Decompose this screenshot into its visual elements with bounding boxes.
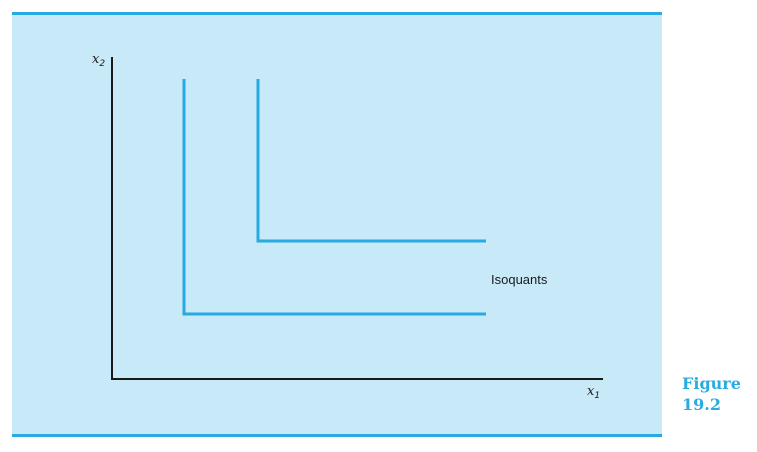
- isoquants-label: Isoquants: [491, 272, 548, 287]
- isoquant-lower: [182, 79, 486, 316]
- x-axis-label: x1: [587, 384, 600, 401]
- figure-caption: Figure 19.2: [682, 373, 741, 415]
- figure-panel: [12, 12, 662, 437]
- figure-caption-number: 19.2: [682, 395, 721, 414]
- figure-caption-word: Figure: [682, 374, 741, 393]
- y-axis-label: x2: [92, 52, 105, 69]
- isoquant-upper: [256, 79, 486, 243]
